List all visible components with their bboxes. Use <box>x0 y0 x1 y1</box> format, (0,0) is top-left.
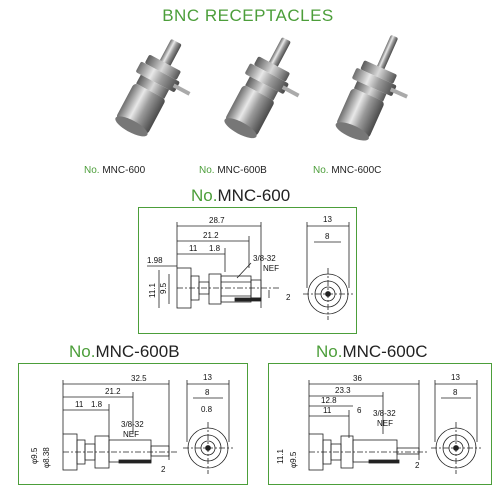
dim-9-5: 9.5 <box>159 282 168 294</box>
dim-2: 2 <box>415 461 420 470</box>
mnc-600b-photo <box>224 37 300 139</box>
dim-thread: 3/8-32 <box>373 409 396 418</box>
technical-drawing-mnc-600b: 32.5 21.2 11 1.8 3/8-32 NEF φ9.5 φ8.38 2… <box>30 373 233 474</box>
drawing-panel-mnc-600c: 36 23.3 12.8 11 6 3/8-32 NEF 11.1 φ9.5 2… <box>268 363 492 485</box>
drawing-panel-mnc-600: 28.7 21.2 11 1.8 1.98 3/8-32 NEF 11.1 9.… <box>138 207 357 334</box>
section-title-mnc-600: No.MNC-600 <box>191 186 291 205</box>
dim-11: 11 <box>323 406 332 415</box>
drawing-panel-mnc-600b: 32.5 21.2 11 1.8 3/8-32 NEF φ9.5 φ8.38 2… <box>18 363 248 485</box>
dim-nef: NEF <box>263 264 279 273</box>
dim-1-8: 1.8 <box>209 244 221 253</box>
dim-1-8: 1.8 <box>91 400 103 409</box>
mnc-600c-photo <box>335 35 408 141</box>
dim-32-5: 32.5 <box>131 374 147 383</box>
dim-11-1: 11.1 <box>148 282 157 298</box>
dim-23-3: 23.3 <box>335 386 351 395</box>
dim-phi-9-5: φ9.5 <box>30 447 39 464</box>
dim-8: 8 <box>205 388 210 397</box>
dim-13: 13 <box>203 373 212 382</box>
mnc-600-photo <box>115 39 191 137</box>
dim-13: 13 <box>323 215 332 224</box>
section-title-mnc-600c: No.MNC-600C <box>316 342 428 361</box>
technical-drawing-mnc-600c: 36 23.3 12.8 11 6 3/8-32 NEF 11.1 φ9.5 2… <box>276 373 481 474</box>
dim-phi-9-5: φ9.5 <box>289 451 298 468</box>
dim-1-98: 1.98 <box>147 256 163 265</box>
dim-2: 2 <box>286 293 291 302</box>
dim-11: 11 <box>75 400 84 409</box>
dim-12-8: 12.8 <box>321 396 337 405</box>
dim-2: 2 <box>161 465 166 474</box>
dim-nef: NEF <box>123 430 139 439</box>
dim-thread: 3/8-32 <box>121 420 144 429</box>
dim-28-7: 28.7 <box>209 216 225 225</box>
dim-6: 6 <box>357 406 362 415</box>
photo-caption-mnc-600: No. MNC-600 <box>84 165 146 176</box>
dim-phi-8-38: φ8.38 <box>42 447 51 468</box>
dim-0-8: 0.8 <box>201 405 213 414</box>
photo-caption-mnc-600b: No. MNC-600B <box>199 165 267 176</box>
section-title-mnc-600b: No.MNC-600B <box>69 342 180 361</box>
dim-13: 13 <box>451 373 460 382</box>
technical-drawing-mnc-600: 28.7 21.2 11 1.8 1.98 3/8-32 NEF 11.1 9.… <box>147 215 353 320</box>
page-title: BNC RECEPTACLES <box>162 6 334 25</box>
dim-36: 36 <box>353 374 362 383</box>
dim-11: 11 <box>189 244 198 253</box>
dim-8: 8 <box>453 388 458 397</box>
dim-21-2: 21.2 <box>203 231 219 240</box>
dim-nef: NEF <box>377 419 393 428</box>
photo-caption-mnc-600c: No. MNC-600C <box>313 165 382 176</box>
dim-11-1: 11.1 <box>276 448 285 464</box>
dim-thread: 3/8-32 <box>253 254 276 263</box>
dim-8: 8 <box>325 232 330 241</box>
dim-21-2: 21.2 <box>105 387 121 396</box>
